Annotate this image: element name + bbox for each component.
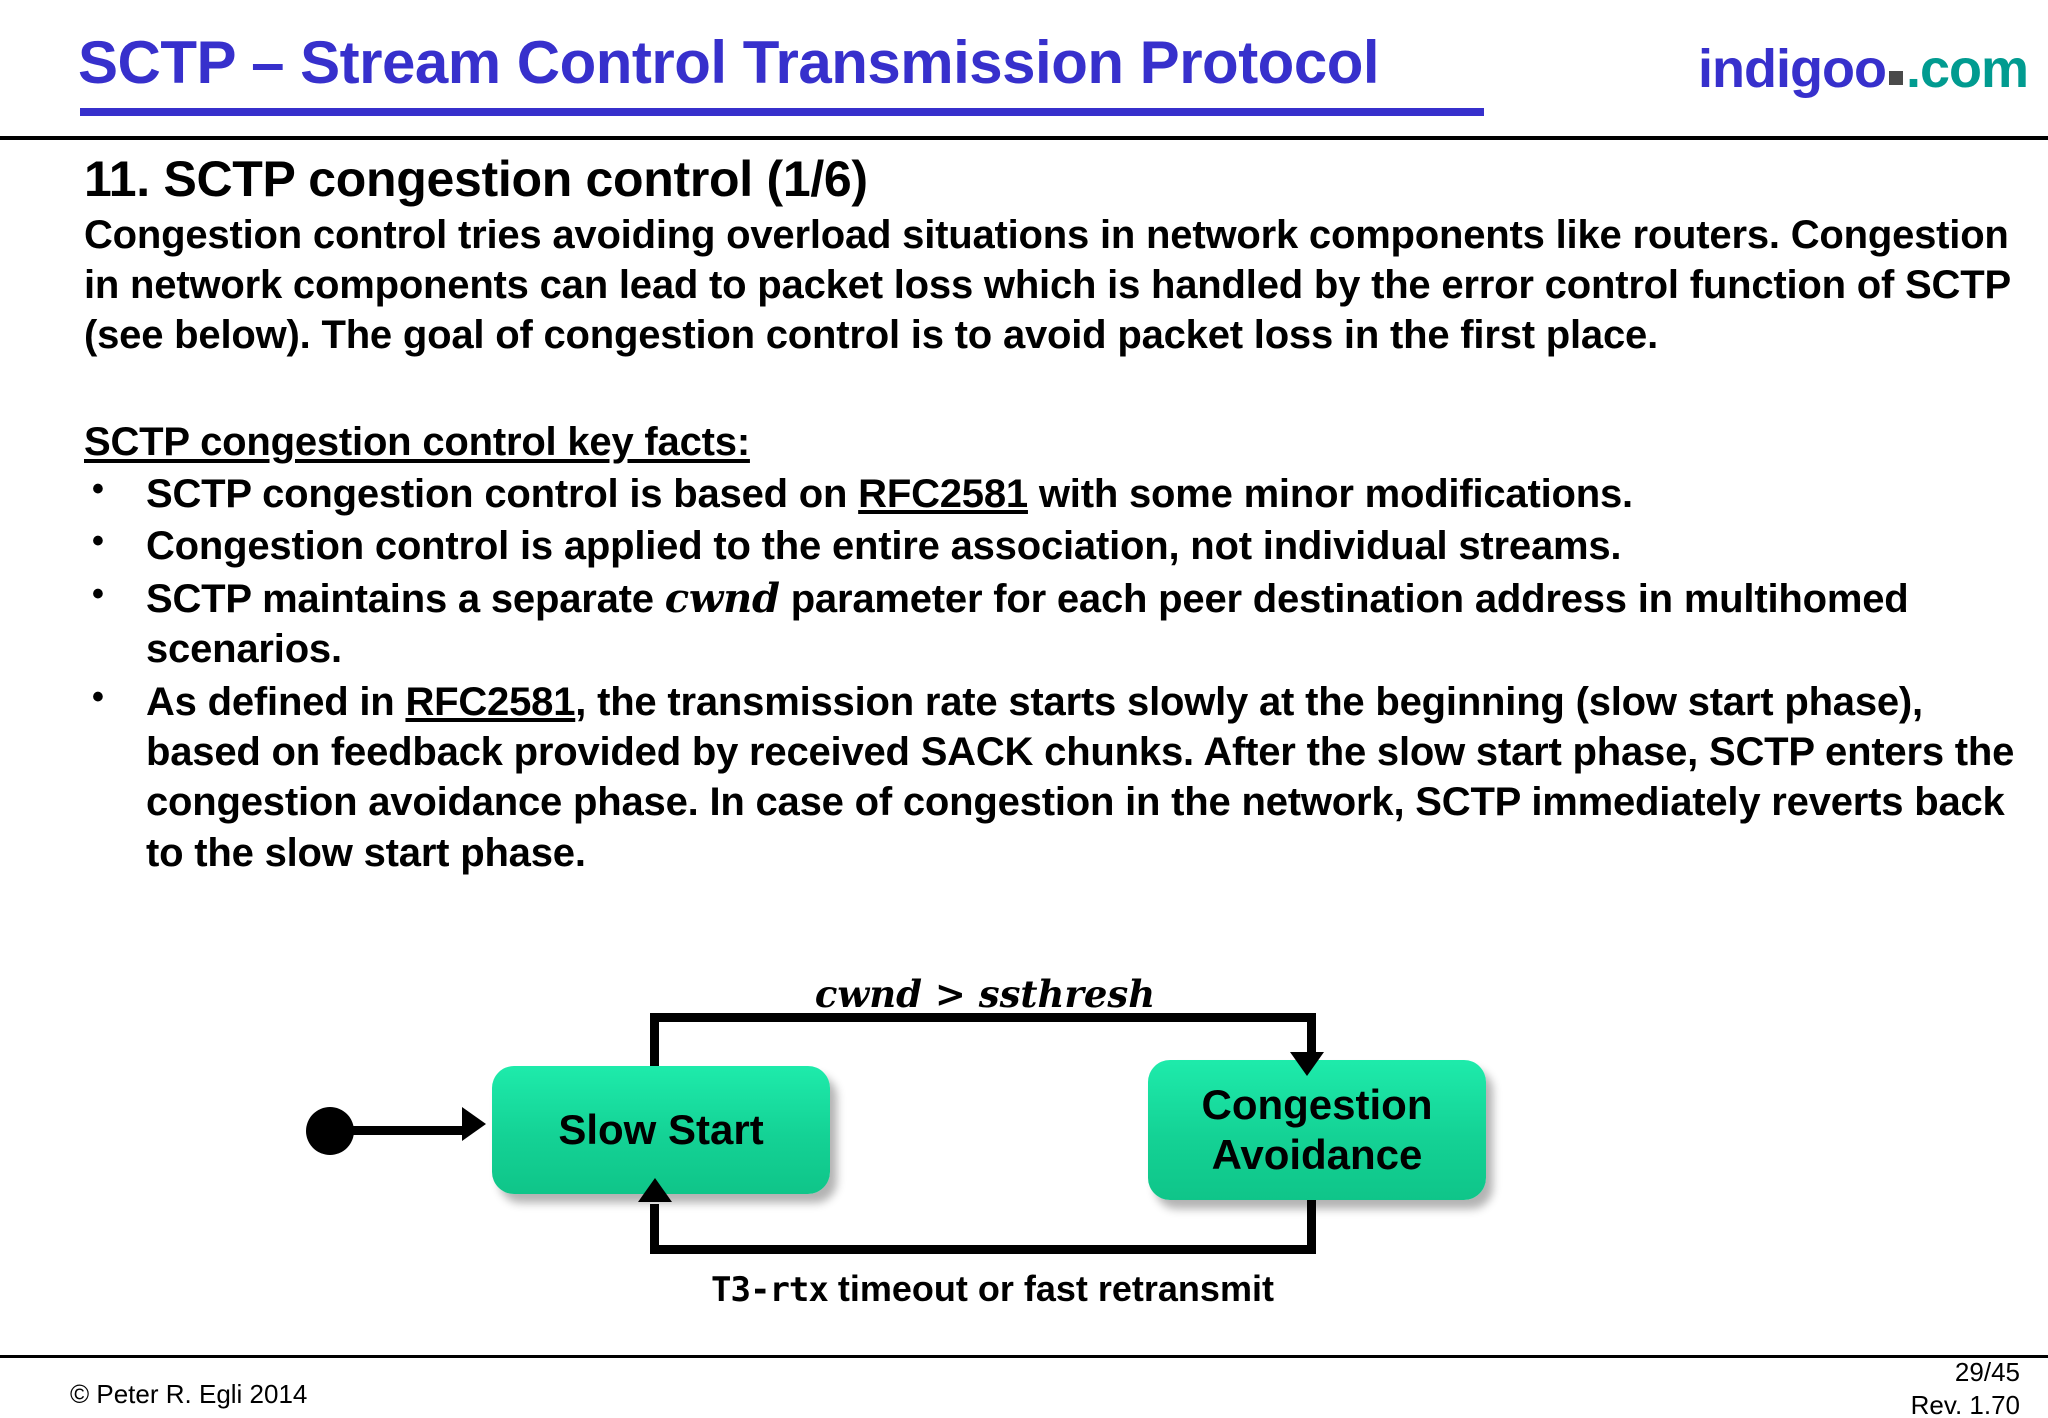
arrowhead-into-slow-start-icon xyxy=(638,1178,672,1202)
brand-tld-text: .com xyxy=(1905,39,2029,99)
transition-label-bottom-text: timeout or fast retransmit xyxy=(827,1268,1274,1309)
intro-paragraph: Congestion control tries avoiding overlo… xyxy=(84,213,2011,357)
arrowhead-entry-icon xyxy=(462,1107,486,1141)
list-item: Congestion control is applied to the ent… xyxy=(84,520,2046,571)
state-box-slow-start[interactable]: Slow Start xyxy=(492,1066,830,1194)
brand-name-text: indigoo xyxy=(1698,39,1887,99)
keyfacts-list: SCTP congestion control is based on RFC2… xyxy=(84,468,2014,878)
page-title: 11. SCTP congestion control (1/6) xyxy=(84,151,868,207)
rfc-reference: RFC2581 xyxy=(858,472,1028,516)
text-run: SCTP maintains a separate xyxy=(146,576,665,621)
text-run: parameter for each peer destination addr… xyxy=(146,576,1909,672)
header-divider xyxy=(0,136,2048,140)
arrowhead-into-congestion-avoidance-icon xyxy=(1290,1052,1324,1076)
initial-state-dot-icon xyxy=(306,1107,354,1155)
edge-bottom-left-segment xyxy=(650,1204,659,1254)
edge-entry-segment xyxy=(330,1126,470,1135)
parameter-term: cwnd xyxy=(664,574,780,622)
edge-bottom-right-segment xyxy=(1307,1196,1316,1254)
text-run: , the transmission rate starts slowly at… xyxy=(146,679,2015,875)
edge-top-horizontal-segment xyxy=(650,1013,1316,1022)
transition-label-bottom: T3-rtx timeout or fast retransmit xyxy=(0,1268,1985,1310)
text-run: with some minor modifications. xyxy=(1027,472,1633,516)
page-number: 29/45 xyxy=(1954,1357,2020,1387)
state-box-slow-start-label: Slow Start xyxy=(558,1106,764,1154)
footer-divider xyxy=(0,1355,2048,1358)
edge-top-right-segment xyxy=(1307,1013,1316,1057)
state-box-congestion-avoidance[interactable]: Congestion Avoidance xyxy=(1148,1060,1486,1200)
deck-title: SCTP – Stream Control Transmission Proto… xyxy=(78,29,1380,96)
brand-square-dot-icon xyxy=(1888,71,1903,85)
list-item: SCTP maintains a separate cwnd parameter… xyxy=(84,573,2046,675)
slide-header: SCTP – Stream Control Transmission Proto… xyxy=(0,0,2048,140)
indigoo-logo: indigoo .com xyxy=(1698,38,2029,100)
deck-title-underline xyxy=(80,108,1484,116)
state-box-ca-line2: Avoidance xyxy=(1211,1131,1423,1178)
edge-bottom-horizontal-segment xyxy=(650,1245,1316,1254)
list-item: SCTP congestion control is based on RFC2… xyxy=(84,468,2046,519)
list-item: As defined in RFC2581, the transmission … xyxy=(84,676,2046,879)
rfc-reference: RFC2581 xyxy=(405,679,576,724)
keyfacts-heading: SCTP congestion control key facts: xyxy=(84,420,750,464)
transition-label-top: cwnd > ssthresh xyxy=(814,972,1156,1016)
revision-text: Rev. 1.70 xyxy=(1910,1390,2020,1418)
state-box-ca-line1: Congestion xyxy=(1201,1081,1433,1129)
transition-label-bottom-code: T3-rtx xyxy=(711,1270,829,1310)
text-run: As defined in xyxy=(146,679,406,724)
slide-content: 11. SCTP congestion control (1/6) Conges… xyxy=(84,150,2014,880)
text-run: Congestion control is applied to the ent… xyxy=(146,524,1622,569)
text-run: SCTP congestion control is based on xyxy=(146,472,859,516)
edge-top-left-segment xyxy=(650,1013,659,1073)
copyright-text: © Peter R. Egli 2014 xyxy=(70,1379,308,1409)
state-box-congestion-avoidance-label: Congestion Avoidance xyxy=(1202,1080,1433,1179)
